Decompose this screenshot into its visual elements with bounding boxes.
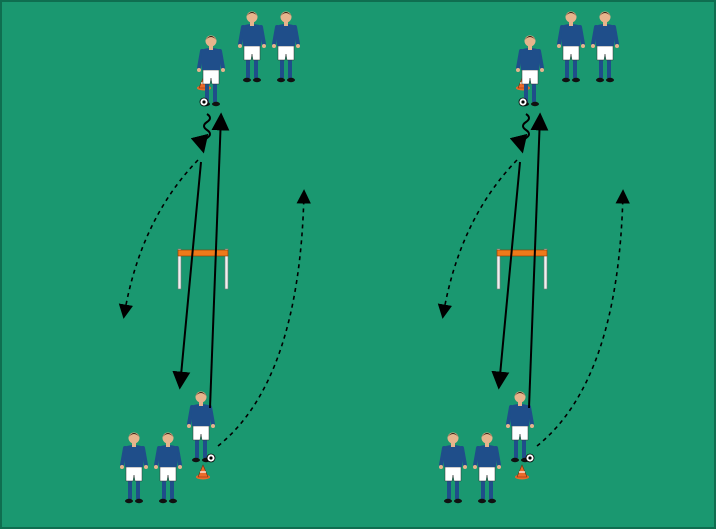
ball <box>519 98 527 106</box>
ball <box>526 454 534 462</box>
ball <box>200 98 208 106</box>
ball <box>207 454 215 462</box>
